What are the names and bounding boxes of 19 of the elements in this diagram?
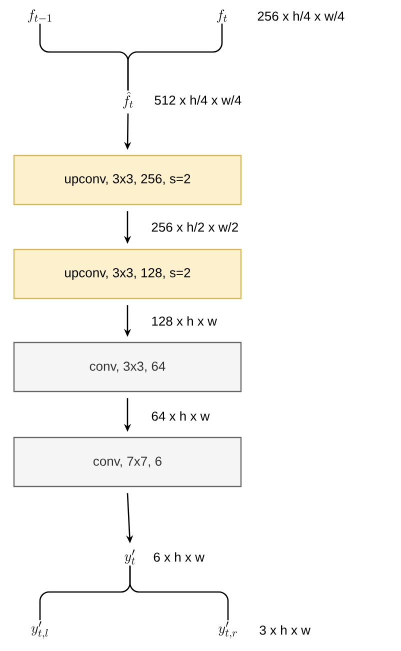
math-label: $y'_{t,l}$: [31, 621, 48, 639]
edge-label: 64 x h x w: [150, 410, 211, 422]
layer-box: conv, 7x7, 6: [13, 436, 242, 488]
brace: [127, 24, 223, 90]
dimension-label: 512 x h/4 x w/4: [154, 95, 242, 105]
edge-label: 128 x h x w: [150, 315, 218, 327]
math-label: $f_t$: [217, 9, 227, 23]
layer-box: upconv, 3x3, 128, s=2: [13, 248, 242, 300]
layer-box: conv, 3x3, 64: [13, 342, 242, 392]
dimension-label: 6 x h x w: [154, 552, 205, 562]
math-label: $\hat{f}_t$: [123, 92, 133, 108]
dimension-label: 256 x h/4 x w/4: [258, 11, 344, 21]
brace: [129, 566, 229, 620]
dimension-label: 3 x h x w: [260, 625, 311, 635]
math-label: $f_{t-1}$: [28, 9, 52, 22]
edge-label: 256 x h/2 x w/2: [150, 221, 240, 233]
layer-box: upconv, 3x3, 256, s=2: [13, 154, 242, 206]
math-label: $y'_t$: [124, 550, 135, 565]
math-label: $y'_{t,r}$: [218, 621, 237, 638]
